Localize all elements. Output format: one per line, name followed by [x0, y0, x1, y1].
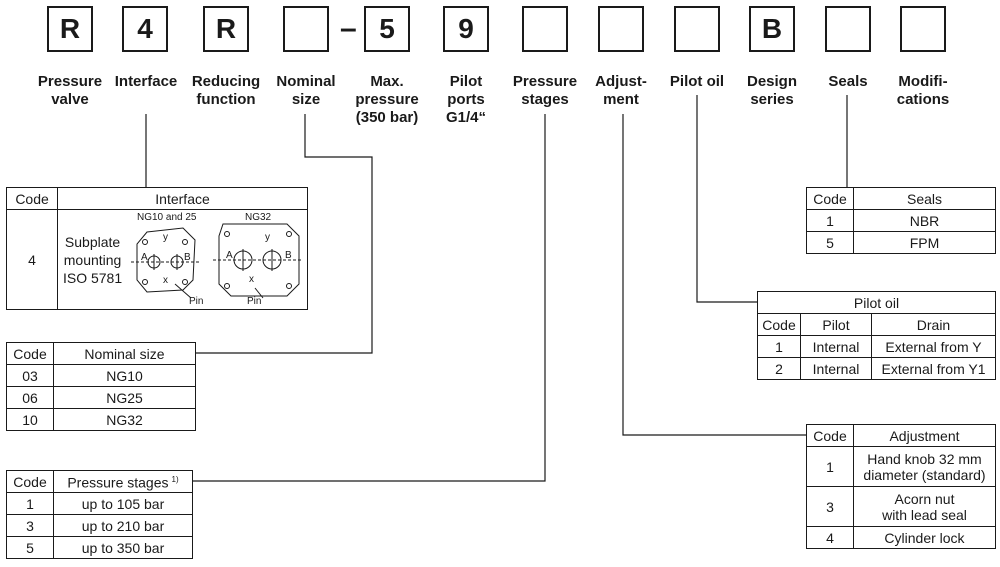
code-box-1: R	[47, 6, 93, 52]
label-modifications: Modifi- cations	[896, 73, 950, 108]
code-box-8	[598, 6, 644, 52]
code-box-3: R	[203, 6, 249, 52]
ng32-label: NG32	[245, 212, 272, 223]
port-pattern-drawing: NG10 and 25 NG32	[131, 212, 303, 307]
connector-nominal-size	[196, 114, 373, 354]
code-box-10: B	[749, 6, 795, 52]
code-box-2: 4	[122, 6, 168, 52]
code-box-12	[900, 6, 946, 52]
interface-header-code: Code	[5, 187, 59, 210]
ng32-pin: Pin	[247, 296, 261, 306]
footnote-marker: 1)	[171, 475, 179, 485]
label-pilot-ports: Pilot ports G1/4“	[445, 73, 487, 126]
code-box-4	[283, 6, 329, 52]
interface-table: Code Interface 4 Subplate mounting ISO 5…	[5, 187, 308, 310]
ng10-port-a: A	[141, 252, 148, 263]
code-box-9	[674, 6, 720, 52]
code-box-5: 5	[364, 6, 410, 52]
nominal-header-size: Nominal size	[53, 342, 196, 365]
label-reducing-function: Reducing function	[191, 73, 261, 108]
pilot-header-code: Code	[757, 313, 801, 336]
code-separator: –	[340, 12, 357, 45]
interface-drawing-cell: NG10 and 25 NG32	[127, 209, 308, 310]
label-nominal-size: Nominal size	[276, 73, 336, 108]
label-pressure-valve: Pressure valve	[37, 73, 103, 108]
connector-adjustment	[622, 114, 806, 436]
adjustment-header-code: Code	[806, 424, 854, 447]
ng10-port-y: y	[163, 232, 168, 243]
code-box-6: 9	[443, 6, 489, 52]
ng10-port-x: x	[163, 275, 168, 286]
interface-text-cell: Subplate mounting ISO 5781	[57, 209, 127, 310]
label-pilot-oil: Pilot oil	[669, 73, 725, 90]
seals-header-code: Code	[806, 187, 854, 210]
code-box-7	[522, 6, 568, 52]
ng32-port-a: A	[226, 250, 233, 261]
ng32-port-y: y	[265, 232, 270, 243]
seals-header-seals: Seals	[853, 187, 996, 210]
ng32-port-x: x	[249, 274, 254, 285]
ng32-port-b: B	[285, 250, 292, 261]
code-box-11	[825, 6, 871, 52]
label-pressure-stages: Pressure stages	[512, 73, 578, 108]
ng10-pin: Pin	[189, 296, 203, 306]
ng10-label: NG10 and 25	[137, 212, 197, 223]
connector-pressure-stages	[193, 114, 546, 482]
ng10-plate-outline	[136, 227, 196, 293]
label-seals: Seals	[828, 73, 868, 90]
adjustment-header-adjustment: Adjustment	[853, 424, 996, 447]
pilot-header-pilot: Pilot	[800, 313, 872, 336]
pressure-header-code: Code	[6, 470, 54, 493]
nominal-header-code: Code	[6, 342, 54, 365]
pilot-oil-title: Pilot oil	[757, 291, 996, 314]
ng10-port-b: B	[184, 252, 191, 263]
interface-code-cell: 4	[5, 209, 59, 310]
connector-pilot-oil	[696, 95, 757, 303]
label-adjustment: Adjust- ment	[595, 73, 647, 108]
pilot-header-drain: Drain	[871, 313, 996, 336]
label-interface: Interface	[114, 73, 178, 90]
label-design-series: Design series	[746, 73, 797, 108]
ng32-plate-outline	[218, 223, 300, 297]
interface-header-interface: Interface	[57, 187, 308, 210]
label-max-pressure: Max. pressure (350 bar)	[355, 73, 419, 126]
